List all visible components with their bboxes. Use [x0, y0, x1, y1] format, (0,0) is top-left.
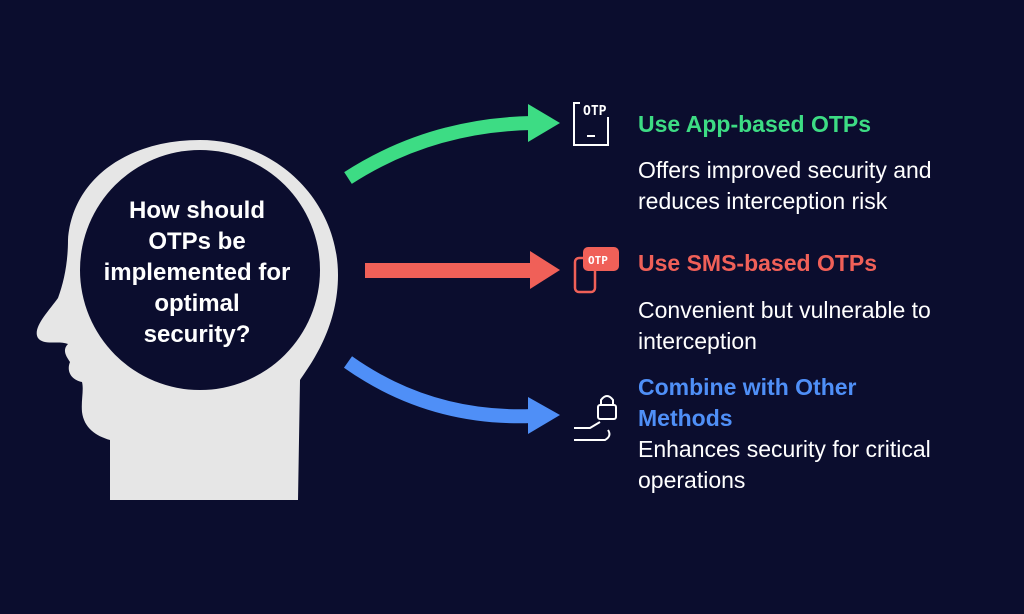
arrow-sms-head — [530, 251, 560, 289]
option-title-app: Use App-based OTPs — [638, 111, 872, 137]
svg-text:OTP: OTP — [588, 254, 608, 267]
hand-lock-icon — [574, 395, 617, 441]
phone-otp-icon: OTP — [573, 102, 609, 146]
arrow-combine — [343, 356, 533, 424]
option-title-combine: Combine with Other Methods — [638, 374, 857, 431]
option-description-sms: Convenient but vulnerable to interceptio… — [638, 297, 931, 354]
sms-otp-icon: OTP — [573, 247, 619, 294]
option-description-combine: Enhances security for critical operation… — [638, 436, 931, 493]
option-description-app: Offers improved security and reduces int… — [638, 157, 932, 214]
arrow-sms — [365, 263, 535, 278]
central-question: How should OTPs be implemented for optim… — [103, 197, 291, 348]
arrow-app-head — [528, 104, 560, 142]
option-title-sms: Use SMS-based OTPs — [638, 250, 878, 276]
head-inner-circle — [80, 150, 320, 390]
arrow-app — [344, 116, 533, 184]
arrow-combine-head — [528, 397, 560, 434]
svg-text:OTP: OTP — [583, 104, 607, 119]
